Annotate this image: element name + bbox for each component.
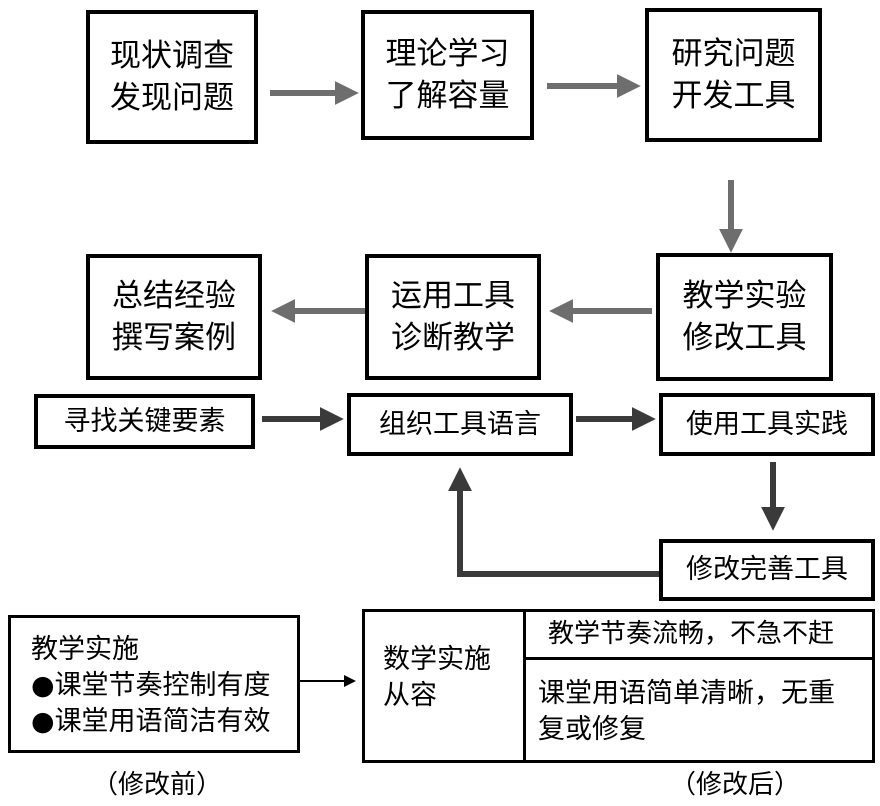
before-title: 教学实施 xyxy=(31,634,139,665)
after-row-language: 课堂用语简单清晰，无重 复或修复 xyxy=(538,678,835,745)
after-row-rhythm: 教学节奏流畅，不急不赶 xyxy=(526,612,872,660)
step-label: 诊断教学 xyxy=(391,320,515,356)
box-label: 使用工具实践 xyxy=(686,408,848,440)
before-box: 教学实施 ●课堂节奏控制有度 ●课堂用语简洁有效 xyxy=(8,615,300,753)
step-box-research: 研究问题 开发工具 xyxy=(645,8,822,142)
step-box-survey: 现状调查 发现问题 xyxy=(86,10,258,144)
caption-after: （修改后） xyxy=(670,770,801,800)
bullet-icon: ● xyxy=(31,706,55,737)
step-box-apply: 运用工具 诊断教学 xyxy=(365,254,541,380)
after-left-label: 从容 xyxy=(383,680,437,711)
before-item: ●课堂用语简洁有效 xyxy=(31,706,271,737)
after-left-cell: 数学实施 从容 xyxy=(365,612,526,760)
bullet-icon: ● xyxy=(31,670,55,701)
step-label: 现状调查 xyxy=(110,38,234,74)
step-label: 修改工具 xyxy=(682,320,807,356)
caption-before: （修改前） xyxy=(92,770,223,800)
step-label: 撰写案例 xyxy=(112,320,236,356)
box-find-key-elements: 寻找关键要素 xyxy=(34,394,255,449)
box-use-tool: 使用工具实践 xyxy=(659,393,875,456)
step-label: 总结经验 xyxy=(112,278,236,314)
box-label: 组织工具语言 xyxy=(379,408,541,440)
arrow-improve-organize xyxy=(448,467,660,577)
box-organize-language: 组织工具语言 xyxy=(347,393,573,456)
step-label: 发现问题 xyxy=(110,80,234,116)
box-label: 寻找关键要素 xyxy=(63,405,226,437)
step-label: 理论学习 xyxy=(385,36,510,72)
step-label: 教学实验 xyxy=(682,278,807,314)
after-box: 数学实施 从容 教学节奏流畅，不急不赶 课堂用语简单清晰，无重 复或修复 xyxy=(362,609,875,763)
step-label: 开发工具 xyxy=(671,78,796,114)
step-label: 研究问题 xyxy=(671,36,796,72)
step-box-summary: 总结经验 撰写案例 xyxy=(86,254,262,380)
step-label: 运用工具 xyxy=(391,278,515,314)
step-label: 了解容量 xyxy=(385,78,510,114)
box-label: 修改完善工具 xyxy=(686,554,848,585)
after-left-label: 数学实施 xyxy=(383,644,491,675)
step-box-experiment: 教学实验 修改工具 xyxy=(656,253,833,381)
before-item: ●课堂节奏控制有度 xyxy=(31,670,271,701)
step-box-theory: 理论学习 了解容量 xyxy=(361,10,534,140)
box-improve-tool: 修改完善工具 xyxy=(659,539,875,601)
